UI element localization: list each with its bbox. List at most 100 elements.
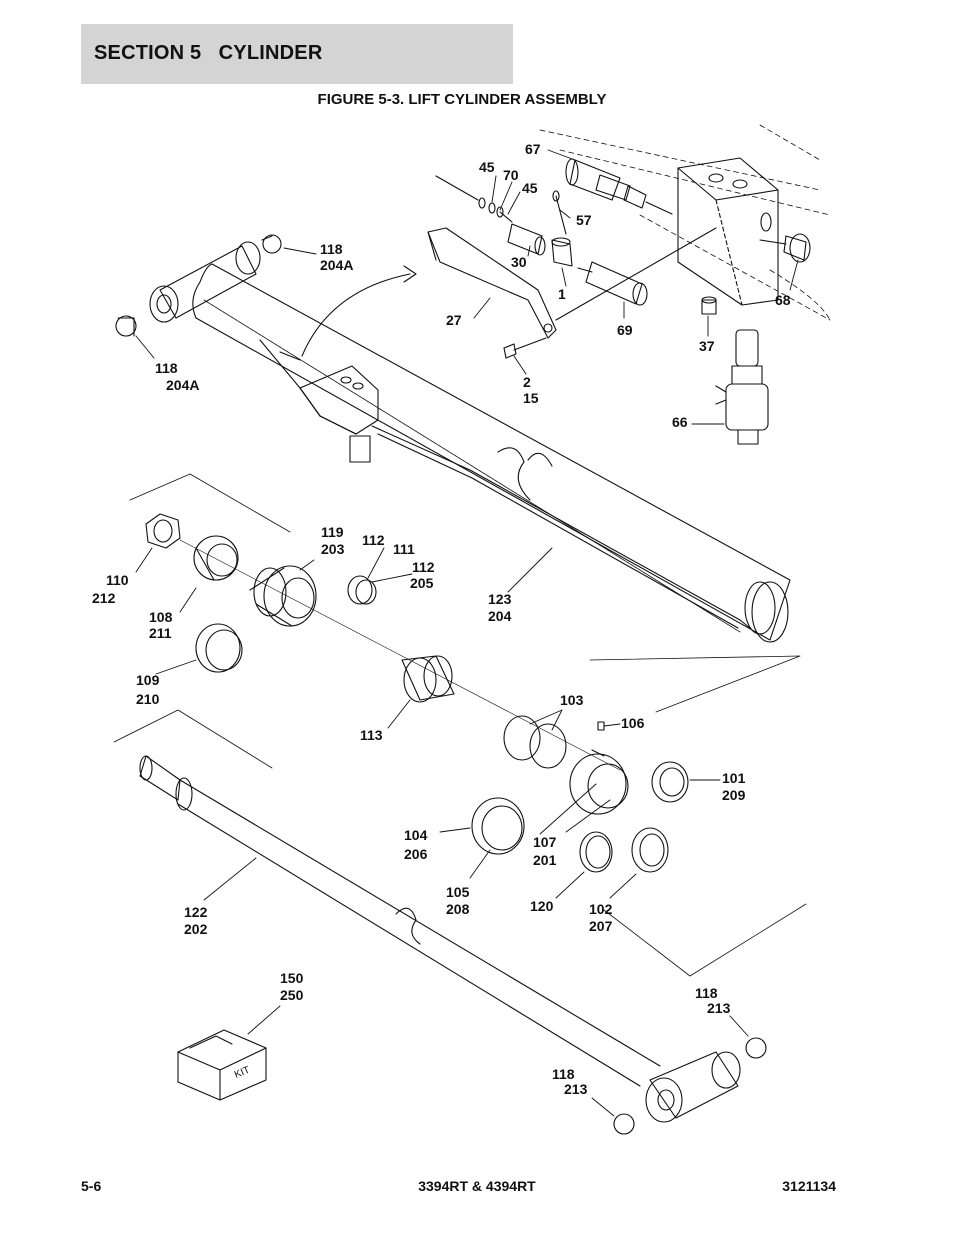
callout-211: 211 xyxy=(149,625,172,641)
callout-102: 102 xyxy=(589,901,613,917)
callout-labels: 67 45 70 45 57 30 1 68 69 37 27 2 15 66 … xyxy=(92,141,791,1097)
hose-45-70 xyxy=(435,175,513,223)
seal-102 xyxy=(631,827,669,873)
center-line xyxy=(179,539,621,771)
footer-doc-number: 3121134 xyxy=(782,1178,836,1194)
callout-111: 111 xyxy=(393,541,415,557)
cylinder-rod-122 xyxy=(139,755,661,1087)
callout-112: 112 xyxy=(412,559,435,575)
callout-30: 30 xyxy=(511,254,527,270)
footer-page-number: 5-6 xyxy=(81,1178,102,1194)
callout-57: 57 xyxy=(576,212,592,228)
callout-213: 213 xyxy=(707,1000,731,1016)
callout-101: 101 xyxy=(722,770,746,786)
callout-110: 110 xyxy=(106,572,129,588)
callout-1: 1 xyxy=(558,286,566,302)
holding-valve xyxy=(259,339,379,463)
callout-207: 207 xyxy=(589,918,613,934)
spacer-113 xyxy=(401,655,455,703)
callout-45: 45 xyxy=(479,159,495,175)
plug-37 xyxy=(701,296,717,315)
valve-manifold-block xyxy=(677,157,779,306)
reference-frame-lower xyxy=(113,709,807,977)
barrel-end-eye xyxy=(149,241,261,323)
callout-15: 15 xyxy=(523,390,539,406)
nut-110 xyxy=(145,513,181,549)
footer-model: 3394RT & 4394RT xyxy=(418,1178,536,1194)
solenoid-valve-66 xyxy=(715,329,769,445)
callout-120: 120 xyxy=(530,898,554,914)
hydraulic-tube xyxy=(371,425,751,629)
cartridge-valve-67 xyxy=(565,158,673,215)
callout-123: 123 xyxy=(488,591,512,607)
spacer-108 xyxy=(193,535,239,581)
wear-ring-109 xyxy=(195,623,243,673)
bushing-118-upper xyxy=(261,234,282,254)
callout-122: 122 xyxy=(184,904,208,920)
callout-70: 70 xyxy=(503,167,519,183)
callout-67: 67 xyxy=(525,141,541,157)
callout-109: 109 xyxy=(136,672,160,688)
callout-113: 113 xyxy=(360,727,383,743)
callout-212: 212 xyxy=(92,590,116,606)
check-valve-68 xyxy=(759,233,811,263)
bushing-118-left xyxy=(115,315,137,337)
callout-203: 203 xyxy=(321,541,345,557)
seal-104 xyxy=(471,797,525,855)
cartridge-valve-69 xyxy=(555,227,717,321)
fitting-30 xyxy=(507,223,546,256)
callout-202: 202 xyxy=(184,921,208,937)
callout-250: 250 xyxy=(280,987,304,1003)
callout-104: 104 xyxy=(404,827,428,843)
callout-103: 103 xyxy=(560,692,584,708)
callout-213: 213 xyxy=(564,1081,588,1097)
kit-box-label: KIT xyxy=(233,1065,252,1081)
callout-118: 118 xyxy=(155,360,178,376)
callout-108: 108 xyxy=(149,609,173,625)
pin-57 xyxy=(552,190,567,235)
mounting-bracket-27 xyxy=(427,227,557,339)
cylinder-barrel-123 xyxy=(192,263,791,643)
leader-lines xyxy=(135,149,799,1117)
callout-209: 209 xyxy=(722,787,746,803)
callout-204: 204 xyxy=(488,608,512,624)
callout-210: 210 xyxy=(136,691,160,707)
piston-107 xyxy=(569,749,629,815)
callout-118: 118 xyxy=(552,1066,575,1082)
callout-119: 119 xyxy=(321,524,344,540)
callout-106: 106 xyxy=(621,715,645,731)
assembly-arrow xyxy=(301,265,417,357)
callout-105: 105 xyxy=(446,884,470,900)
callout-107: 107 xyxy=(533,834,557,850)
wear-ring-103 xyxy=(503,715,567,769)
callout-206: 206 xyxy=(404,846,428,862)
callout-205: 205 xyxy=(410,575,434,591)
callout-27: 27 xyxy=(446,312,462,328)
bushing-118-rod-lower xyxy=(613,1113,635,1135)
ring-120 xyxy=(579,831,613,873)
callout-2: 2 xyxy=(523,374,531,390)
callout-204A: 204A xyxy=(166,377,199,393)
callout-45: 45 xyxy=(522,180,538,196)
section-title: SECTION 5 CYLINDER xyxy=(94,42,323,64)
bolt-2-15 xyxy=(503,337,547,359)
fitting-1 xyxy=(551,237,573,267)
seal-kit-box xyxy=(177,1029,267,1101)
rod-end-eye xyxy=(645,1051,741,1123)
seal-112-111 xyxy=(347,575,377,605)
callout-112: 112 xyxy=(362,532,385,548)
callout-68: 68 xyxy=(775,292,791,308)
reference-frame-upper xyxy=(129,473,801,713)
callout-201: 201 xyxy=(533,852,557,868)
section-header-band: SECTION 5 CYLINDER xyxy=(81,24,513,84)
callout-204A: 204A xyxy=(320,257,353,273)
callout-66: 66 xyxy=(672,414,688,430)
callout-150: 150 xyxy=(280,970,304,986)
callout-69: 69 xyxy=(617,322,633,338)
callout-118: 118 xyxy=(695,985,718,1001)
bushing-118-rod-upper xyxy=(745,1037,767,1059)
callout-208: 208 xyxy=(446,901,470,917)
callout-37: 37 xyxy=(699,338,715,354)
callout-118: 118 xyxy=(320,241,343,257)
